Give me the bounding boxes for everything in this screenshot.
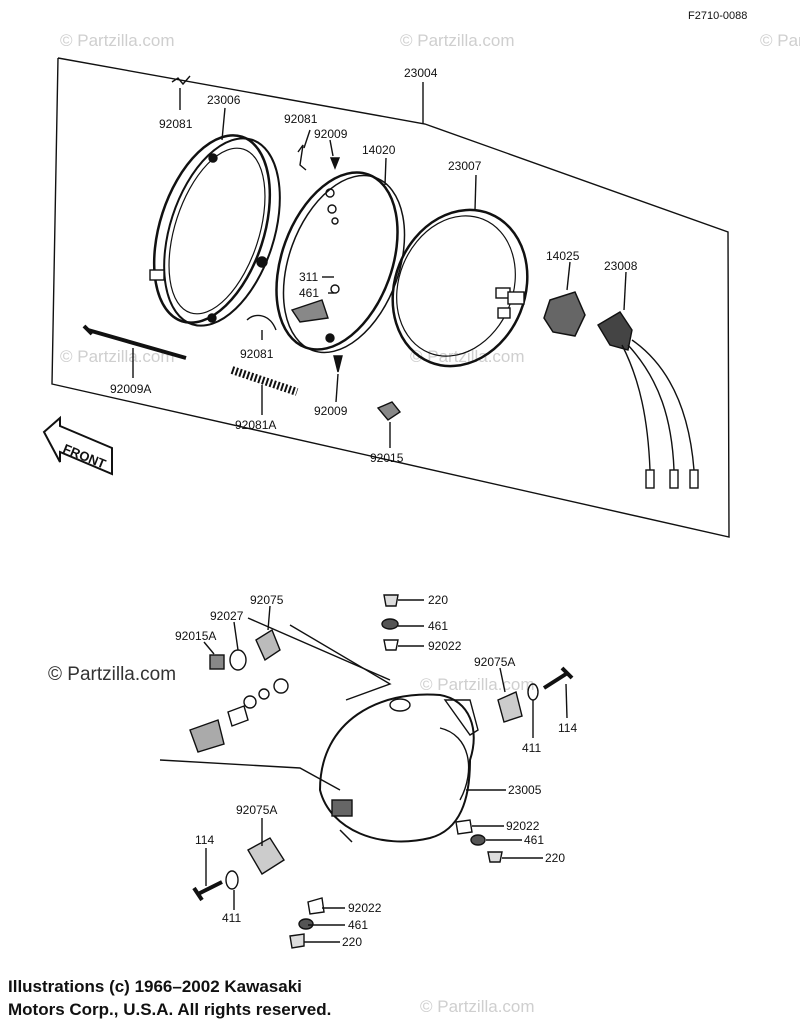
grommet-92075A-right: [497, 691, 523, 723]
callout-label: 461: [299, 286, 319, 300]
washer-92027: [229, 649, 247, 671]
wire-spring-mid: [297, 144, 307, 171]
callout-label: 92075A: [236, 803, 277, 817]
washer-461-bottom: [298, 918, 314, 930]
callout-label: 220: [342, 935, 362, 949]
callout-label: 92075A: [474, 655, 515, 669]
callout-label: 461: [348, 918, 368, 932]
washer-461-top: [381, 618, 399, 630]
lower-callouts: 220 461 92022 92075 92027 92015A 92075A …: [175, 593, 577, 949]
copyright-line-1: Illustrations (c) 1966–2002 Kawasaki: [8, 977, 302, 996]
callout-label: 461: [428, 619, 448, 633]
bolt-body: [227, 705, 249, 727]
bracket-outline: [159, 759, 341, 791]
callout-label: 220: [428, 593, 448, 607]
upper-callouts: 23004 92081 23006 92081 92009 14020 2300…: [61, 66, 638, 472]
callout-label: 92022: [506, 819, 540, 833]
callout-label: 23008: [604, 259, 638, 273]
screw-220-top: [383, 594, 399, 607]
wire-spring-low: [246, 314, 277, 331]
mount-block: [189, 719, 225, 753]
callout-label: 92081: [284, 112, 318, 126]
bolt-92015A: [209, 654, 225, 670]
assembly-outline: [51, 57, 730, 538]
nut-92022-top: [383, 639, 399, 651]
callout-label: 92081: [240, 347, 274, 361]
rubber-boot: [543, 291, 586, 337]
nut: [243, 695, 257, 709]
partzilla-watermark: © Partzilla.com: [48, 664, 177, 685]
callout-label: 14020: [362, 143, 396, 157]
copyright-notice: Illustrations (c) 1966–2002 Kawasaki Mot…: [8, 975, 331, 1021]
washer-461-right: [470, 834, 486, 846]
bolt-114-left: [192, 880, 223, 902]
callout-label: 411: [222, 911, 241, 925]
collar: [273, 678, 289, 694]
callout-label: 461: [524, 833, 544, 847]
callout-label: 92081: [159, 117, 193, 131]
nut-92022-right: [455, 819, 473, 835]
callout-label: 23004: [404, 66, 438, 80]
callout-label: 92015A: [175, 629, 216, 643]
watermark-text: © Partzilla.com: [760, 31, 800, 50]
screw-220-bottom: [289, 933, 305, 949]
headlight-housing: [318, 693, 479, 843]
copyright-line-2: Motors Corp., U.S.A. All rights reserved…: [8, 1000, 332, 1019]
long-bolt: [82, 324, 187, 360]
mounting-shell: [275, 171, 406, 354]
callout-label: 23006: [207, 93, 241, 107]
callout-label: 92009A: [110, 382, 151, 396]
screw-220-right: [487, 851, 503, 863]
front-direction-arrow: [42, 415, 113, 476]
rim-ring: [149, 134, 281, 327]
callout-label: 114: [195, 833, 214, 847]
lower-assembly: [159, 594, 574, 949]
screw-bottom: [333, 355, 343, 373]
watermark-text: © Partzilla.com: [60, 31, 175, 50]
socket-harness: [597, 311, 699, 489]
callout-label: 220: [545, 851, 565, 865]
callout-label: 14025: [546, 249, 580, 263]
watermark-text: © Partzilla.com: [60, 347, 175, 366]
upper-assembly: [42, 57, 730, 538]
watermark-text: © Partzilla.com: [410, 347, 525, 366]
bolt-114-right: [542, 666, 574, 690]
callout-label: 92015: [370, 451, 404, 465]
adjuster-spring: [230, 366, 299, 396]
callout-label: 92027: [210, 609, 244, 623]
callout-label: 92009: [314, 404, 348, 418]
grommet-92075: [255, 628, 281, 662]
grommet-92075A-left: [247, 837, 285, 875]
callout-label: 311: [299, 270, 318, 284]
callout-label: 411: [522, 741, 541, 755]
nut-92022-bottom: [307, 897, 325, 915]
callout-label: 92081A: [235, 418, 276, 432]
bracket-outline: [289, 624, 392, 701]
figure-id: F2710-0088: [688, 10, 747, 22]
screw-top: [329, 157, 341, 170]
callout-label: 92009: [314, 127, 348, 141]
callout-label: 114: [558, 721, 577, 735]
wire-spring-top: [171, 75, 191, 86]
sealed-beam: [391, 208, 529, 368]
watermark-layer: © Partzilla.com © Partzilla.com © Partzi…: [60, 31, 800, 1016]
watermark-text: © Partzilla.com: [420, 997, 535, 1016]
callout-label: 23005: [508, 783, 542, 797]
watermark-text: © Partzilla.com: [400, 31, 515, 50]
callout-label: 92022: [348, 901, 382, 915]
callout-label: 92022: [428, 639, 462, 653]
washer-411-left: [225, 870, 239, 890]
watermark-text: © Partzilla.com: [420, 675, 535, 694]
callout-label: 23007: [448, 159, 482, 173]
washer: [258, 688, 270, 700]
callout-label: 92075: [250, 593, 284, 607]
clip-92015: [376, 401, 402, 421]
